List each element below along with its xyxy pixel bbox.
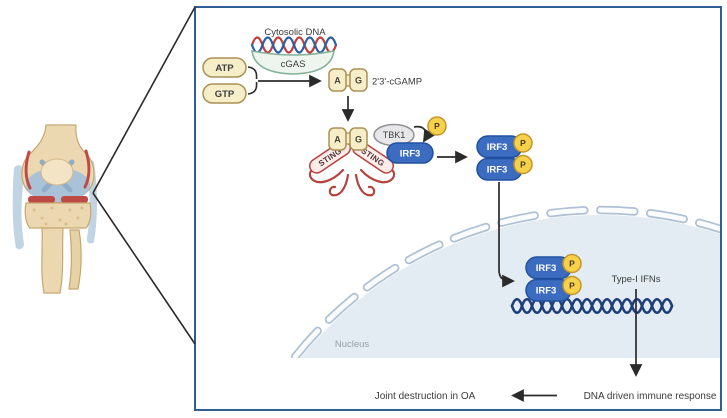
trabecular-texture <box>32 206 84 226</box>
substrate-bracket <box>247 66 258 95</box>
nucleus-label: Nucleus <box>335 339 370 350</box>
phosphate-nuc-bottom-label: P <box>569 281 575 291</box>
meniscus-left <box>28 196 55 203</box>
irf3-dimer-nucleus: IRF3 IRF3 P P <box>525 253 582 302</box>
cgamp-label: 2'3'-cGAMP <box>372 77 422 88</box>
nuclear-envelope-dash-core <box>291 207 720 358</box>
phosphate-cyto-top-label: P <box>520 138 526 148</box>
cgas-label: cGAS <box>281 59 306 70</box>
cgamp-a-label: A <box>334 76 341 86</box>
cgamp-molecule: A G <box>328 68 368 92</box>
atp-molecule <box>202 57 247 78</box>
bound-cgamp: A G <box>328 127 368 151</box>
bound-g-label: G <box>355 135 362 145</box>
irf3-recruited <box>386 142 434 164</box>
phosphate-cyto-bottom-label: P <box>520 160 526 170</box>
tibial-plateau <box>24 202 92 229</box>
phosphate-free <box>427 116 447 136</box>
nuclear-translocation-arrow <box>498 182 515 288</box>
irf3-dimer-cytoplasm: IRF3 IRF3 P P <box>476 133 533 181</box>
irf3-dimer-top-label: IRF3 <box>487 142 508 153</box>
femoral-condyle <box>40 158 74 186</box>
cytosolic-dna-label: Cytosolic DNA <box>264 27 326 38</box>
lateral-ligament <box>12 165 25 250</box>
phosphorylation-arrow <box>413 125 436 143</box>
cgamp-g-label: G <box>355 76 362 86</box>
gtp-label: GTP <box>215 89 235 100</box>
zoom-line-bottom <box>92 192 196 345</box>
phosphate-free-label: P <box>434 121 440 131</box>
irf3-dimer-bottom-label: IRF3 <box>487 165 508 176</box>
bound-a-label: A <box>334 135 341 145</box>
fibula <box>68 229 82 290</box>
synovitis-right <box>83 149 91 189</box>
joint-destruction-label: Joint destruction in OA <box>375 391 476 402</box>
phosphate-nuc-top-label: P <box>569 259 575 269</box>
irf3-recruited-label: IRF3 <box>400 148 421 159</box>
cgas-enzyme <box>251 50 335 75</box>
type1-ifns-label: Type-I IFNs <box>611 274 660 285</box>
immune-response-label: DNA driven immune response <box>584 391 717 402</box>
irf3-nuclear-top-label: IRF3 <box>536 263 557 274</box>
tibia <box>41 227 64 294</box>
knee-joint-illustration <box>12 124 97 294</box>
meniscus-right <box>61 196 88 203</box>
tbk1-label: TBK1 <box>383 130 406 140</box>
synovitis-left <box>24 150 32 190</box>
gtp-molecule <box>202 83 247 104</box>
atp-label: ATP <box>215 63 234 74</box>
cytosolic-dna-helix <box>250 36 338 54</box>
zoom-line-top <box>92 6 196 194</box>
irf3-nuclear-bottom-label: IRF3 <box>536 286 557 297</box>
